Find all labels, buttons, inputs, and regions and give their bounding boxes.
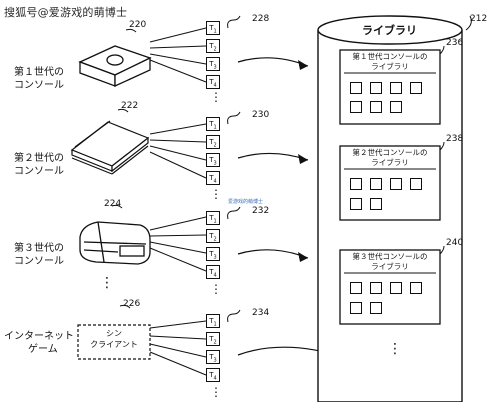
stack-2-title-1: T1 xyxy=(206,117,220,131)
game-tile xyxy=(390,282,402,294)
console-to-title-lines xyxy=(149,27,207,376)
console-2-device-icon xyxy=(70,120,150,175)
stack-3-title-1: T1 xyxy=(206,211,220,225)
library-panel-2-ref: 238 xyxy=(446,134,464,144)
game-tile xyxy=(350,302,362,314)
stack-2-title-4: T4 xyxy=(206,171,220,185)
thin-client-label-line-2: クライアント xyxy=(90,340,138,349)
console-3-ref: 224 xyxy=(104,199,122,209)
stack-4-title-1: T1 xyxy=(206,314,220,328)
library-panel-1-title-line-2: ライブラリ xyxy=(371,62,409,71)
library-title: ライブラリ xyxy=(362,24,417,37)
stack-4-title-4: T4 xyxy=(206,368,220,382)
game-tile xyxy=(410,178,422,190)
game-tile xyxy=(370,282,382,294)
console-4-label: インターネット ゲーム xyxy=(4,330,74,356)
console-4-label-line-1: インターネット xyxy=(4,331,74,342)
watermark-small-text: 爱游戏的萌博士 xyxy=(228,199,264,205)
library-panel-1-title: 第１世代コンソールの ライブラリ xyxy=(340,52,440,72)
console-ellipsis: ⋮ xyxy=(100,275,114,291)
game-tile xyxy=(350,178,362,190)
console-1-label-line-2: コンソール xyxy=(14,80,64,91)
game-tile xyxy=(370,101,382,113)
game-tile xyxy=(350,82,362,94)
console-4-label-line-2: ゲーム xyxy=(28,344,58,355)
game-tile xyxy=(350,101,362,113)
library-panel-2-title-line-2: ライブラリ xyxy=(371,158,409,167)
console-3-label-line-1: 第３世代の xyxy=(14,243,64,254)
console-4-ref: 226 xyxy=(123,299,141,309)
console-2-label-line-2: コンソール xyxy=(14,166,64,177)
stack-4-title-3: T3 xyxy=(206,350,220,364)
stack-1-title-3: T3 xyxy=(206,57,220,71)
game-tile xyxy=(390,101,402,113)
library-panel-3-ref: 240 xyxy=(446,238,464,248)
stack-2-ref: 230 xyxy=(252,110,270,120)
stack-2-title-2: T2 xyxy=(206,135,220,149)
console-2-ref: 222 xyxy=(121,101,139,111)
stack-1-title-1: T1 xyxy=(206,21,220,35)
library-panel-3-title-line-1: 第３世代コンソールの xyxy=(352,252,428,261)
library-panel-3-title-line-2: ライブラリ xyxy=(371,262,409,271)
console-2-label-line-1: 第２世代の xyxy=(14,153,64,164)
library-ref: 212 xyxy=(470,14,488,24)
stack-3-ellipsis: ⋮ xyxy=(210,282,222,296)
stack-3-title-4: T4 xyxy=(206,265,220,279)
game-tile xyxy=(410,82,422,94)
game-tile xyxy=(370,82,382,94)
game-tile xyxy=(410,282,422,294)
library-ellipsis: ⋮ xyxy=(388,341,402,357)
game-tile xyxy=(390,178,402,190)
stack-4-title-2: T2 xyxy=(206,332,220,346)
console-1-label-line-1: 第１世代の xyxy=(14,67,64,78)
console-1-label: 第１世代の コンソール xyxy=(14,66,64,92)
stack-1-title-2: T2 xyxy=(206,39,220,53)
library-panel-3-title: 第３世代コンソールの ライブラリ xyxy=(340,252,440,272)
thin-client-box xyxy=(77,324,151,360)
library-panel-2-title-line-1: 第２世代コンソールの xyxy=(352,148,428,157)
stack-2-ellipsis: ⋮ xyxy=(210,187,222,201)
stack-3-title-3: T3 xyxy=(206,247,220,261)
library-panel-1-ref: 236 xyxy=(446,38,464,48)
stack-2-title-3: T3 xyxy=(206,153,220,167)
console-3-label-line-2: コンソール xyxy=(14,256,64,267)
console-1-device-icon xyxy=(78,45,152,88)
game-tile xyxy=(350,282,362,294)
console-3-label: 第３世代の コンソール xyxy=(14,242,64,268)
console-2-label: 第２世代の コンソール xyxy=(14,152,64,178)
game-tile xyxy=(370,198,382,210)
library-panel-1-title-line-1: 第１世代コンソールの xyxy=(352,52,428,61)
stack-4-ellipsis: ⋮ xyxy=(210,385,222,399)
game-tile xyxy=(370,302,382,314)
stack-1-ref: 228 xyxy=(252,14,270,24)
console-1-ref: 220 xyxy=(129,20,147,30)
game-tile xyxy=(350,198,362,210)
console-3-device-icon xyxy=(79,221,151,265)
game-tile xyxy=(390,82,402,94)
stack-4-ref: 234 xyxy=(252,308,270,318)
stack-3-ref: 232 xyxy=(252,206,270,216)
stack-3-title-2: T2 xyxy=(206,229,220,243)
thin-client-label-line-1: シン xyxy=(106,329,122,338)
thin-client-label: シン クライアント xyxy=(80,328,148,350)
library-panel-2-title: 第２世代コンソールの ライブラリ xyxy=(340,148,440,168)
stack-1-title-4: T4 xyxy=(206,75,220,89)
game-tile xyxy=(370,178,382,190)
stack-1-ellipsis: ⋮ xyxy=(210,90,222,104)
watermark-text: 搜狐号@爱游戏的萌博士 xyxy=(4,6,128,19)
